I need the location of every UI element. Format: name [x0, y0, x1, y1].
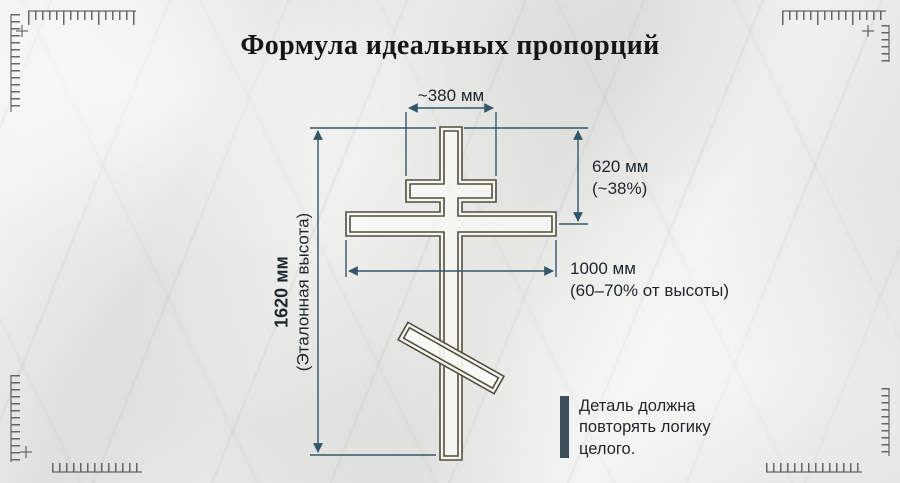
dimension-upper-height [464, 127, 588, 225]
label-upper-height-value: 620 мм [592, 157, 649, 176]
page-title: Формула идеальных пропорций [240, 30, 660, 61]
dimension-top-width [405, 103, 497, 176]
corner-ruler-top-right [782, 10, 890, 62]
cross-body-outer [345, 126, 557, 461]
note-accent-bar [560, 396, 569, 458]
cross-slant-bar-inner [402, 326, 500, 390]
dimension-crossbar-width [345, 240, 557, 277]
corner-ruler-bottom-right [766, 388, 890, 473]
corner-ruler-top-left [10, 10, 136, 112]
cross-slant-bar-outer [397, 321, 505, 395]
label-total-height-value: 1620 мм [271, 256, 292, 328]
label-crossbar-width-percent: (60–70% от высоты) [570, 281, 730, 300]
label-crossbar-width-value: 1000 мм [570, 259, 636, 278]
corner-ruler-bottom-left [10, 375, 142, 473]
dimension-total-height [310, 127, 436, 456]
label-total-height: 1620 мм (Эталонная высота) [272, 213, 315, 371]
label-upper-height-percent: (~38%) [592, 179, 648, 198]
label-total-height-note: (Эталонная высота) [293, 212, 313, 372]
cross-outline [345, 126, 557, 461]
label-top-width: ~380 мм [417, 86, 485, 105]
note-text: Деталь должна повторять логику целого. [579, 397, 711, 458]
cross-body-inner [349, 130, 553, 457]
